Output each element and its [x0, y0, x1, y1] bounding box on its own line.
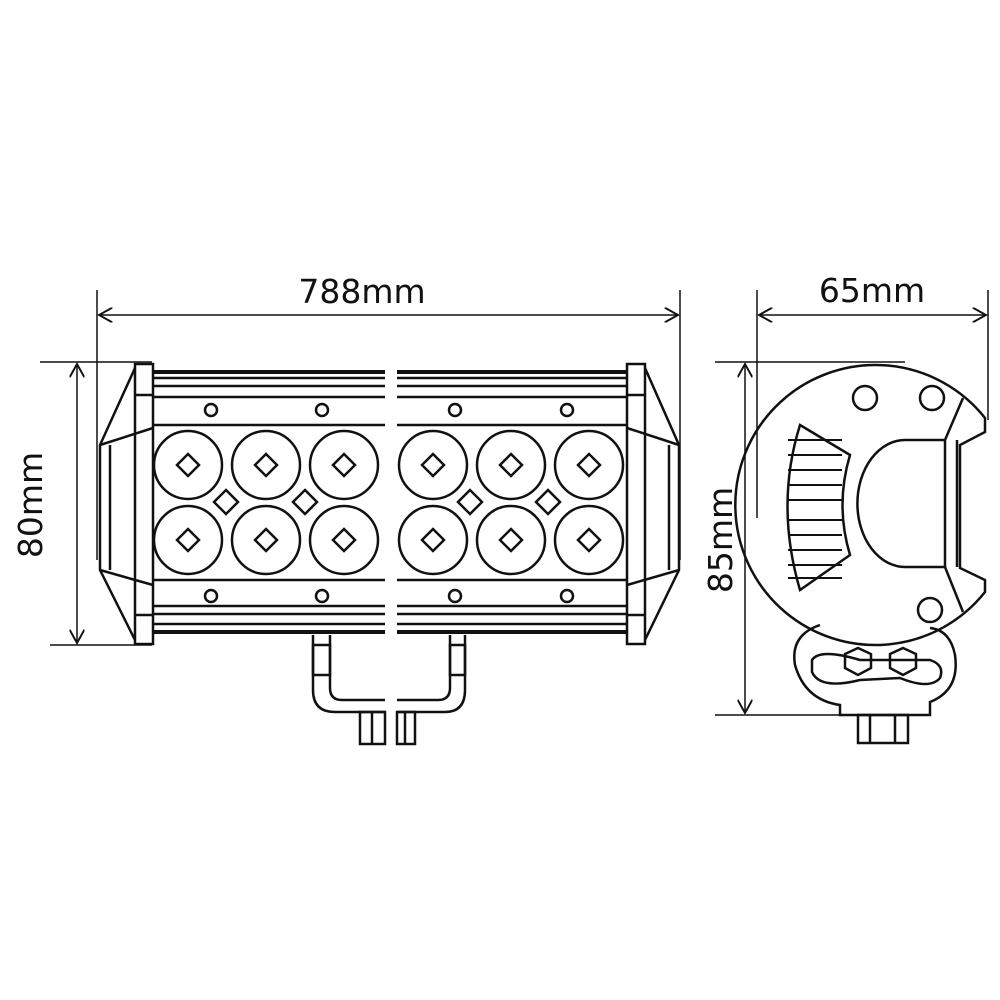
- length-dimension: 788mm: [96, 272, 681, 560]
- screw-hole: [203, 402, 219, 418]
- led-chip: [576, 527, 602, 553]
- screw-hole: [559, 402, 575, 418]
- mounting-holes: [203, 402, 575, 604]
- side-hole: [918, 384, 946, 412]
- side-hole: [916, 596, 944, 624]
- front-height-label: 80mm: [11, 452, 50, 558]
- screw-hole: [314, 588, 330, 604]
- depth-label: 65mm: [819, 271, 925, 310]
- led-lens: [308, 504, 380, 576]
- mount-foot: [793, 623, 957, 745]
- led-lens: [230, 504, 302, 576]
- screw-hole: [447, 588, 463, 604]
- mounting-bracket: [311, 635, 467, 746]
- bolt-hex-icon: [888, 646, 918, 677]
- led-chip: [498, 452, 524, 478]
- small-led: [212, 488, 240, 516]
- led-chip: [498, 527, 524, 553]
- bolt-hex-icon: [843, 646, 873, 677]
- heat-sink-fins: [786, 423, 852, 593]
- led-lens: [475, 504, 547, 576]
- small-led: [291, 488, 319, 516]
- led-lens: [230, 429, 302, 501]
- front-view: [98, 362, 681, 746]
- led-lens: [308, 429, 380, 501]
- led-lens: [397, 429, 469, 501]
- screw-hole: [447, 402, 463, 418]
- side-view: [734, 363, 987, 745]
- right-end-cap: [625, 362, 681, 646]
- side-housing: [734, 363, 987, 647]
- side-hole: [851, 384, 879, 412]
- screw-hole: [314, 402, 330, 418]
- led-chip: [420, 452, 446, 478]
- screw-hole: [203, 588, 219, 604]
- side-height-dimension: 85mm: [701, 361, 905, 716]
- screw-hole: [559, 588, 575, 604]
- depth-dimension: 65mm: [756, 271, 989, 518]
- led-chip: [175, 452, 201, 478]
- led-lens: [553, 504, 625, 576]
- led-lens: [397, 504, 469, 576]
- small-led: [456, 488, 484, 516]
- led-array: [152, 429, 625, 576]
- led-lens: [475, 429, 547, 501]
- front-height-dimension: 80mm: [11, 361, 152, 646]
- led-chip: [175, 527, 201, 553]
- led-lens: [152, 429, 224, 501]
- led-chip: [253, 527, 279, 553]
- left-end-cap: [98, 362, 155, 646]
- small-led: [534, 488, 562, 516]
- led-lens: [553, 429, 625, 501]
- led-chip: [420, 527, 446, 553]
- led-chip: [331, 527, 357, 553]
- led-chip: [576, 452, 602, 478]
- side-height-label: 85mm: [701, 487, 740, 593]
- led-chip: [253, 452, 279, 478]
- led-lens: [152, 504, 224, 576]
- led-chip: [331, 452, 357, 478]
- length-label: 788mm: [298, 272, 425, 311]
- housing-lines: [153, 370, 627, 634]
